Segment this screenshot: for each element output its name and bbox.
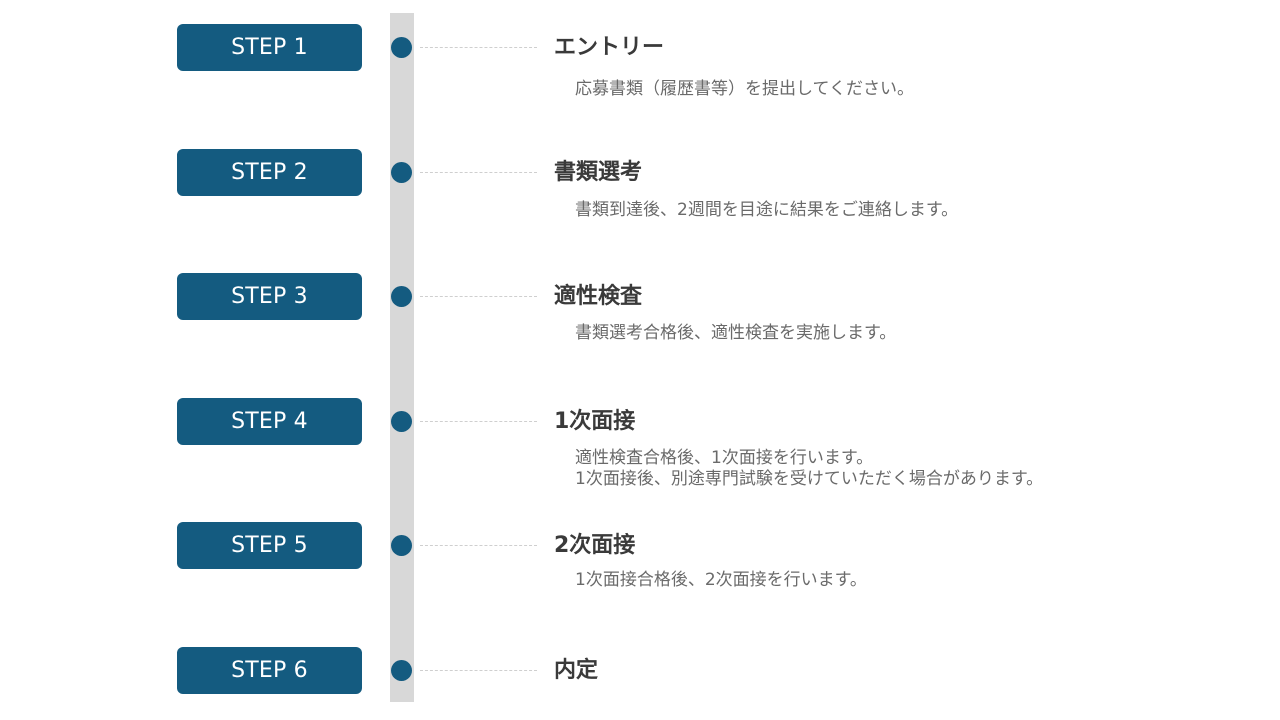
timeline-connector-1 (420, 47, 537, 48)
step-badge-3: STEP 3 (177, 273, 362, 320)
step-title-4: 1次面接 (554, 409, 636, 434)
timeline-dot-1 (391, 37, 412, 58)
step-title-6: 内定 (554, 658, 599, 683)
step-title-2: 書類選考 (554, 160, 643, 185)
timeline-connector-6 (420, 670, 537, 671)
timeline-track (390, 13, 414, 702)
timeline-connector-4 (420, 421, 537, 422)
step-badge-6: STEP 6 (177, 647, 362, 694)
step-description-4: 適性検査合格後、1次面接を行います。 1次面接後、別途専門試験を受けていただく場… (575, 448, 1255, 490)
timeline-connector-3 (420, 296, 537, 297)
timeline-dot-5 (391, 535, 412, 556)
timeline-dot-4 (391, 411, 412, 432)
step-row-2: STEP 2 書類選考 書類到達後、2週間を目途に結果をご連絡します。 (0, 149, 1280, 259)
step-row-5: STEP 5 2次面接 1次面接合格後、2次面接を行います。 (0, 522, 1280, 632)
step-description-2: 書類到達後、2週間を目途に結果をご連絡します。 (575, 200, 1255, 221)
step-description-line: 応募書類（履歴書等）を提出してください。 (575, 79, 914, 99)
step-badge-5: STEP 5 (177, 522, 362, 569)
timeline-connector-5 (420, 545, 537, 546)
step-row-6: STEP 6 内定 (0, 647, 1280, 707)
step-description-line: 書類到達後、2週間を目途に結果をご連絡します。 (575, 200, 959, 220)
step-badge-2: STEP 2 (177, 149, 362, 196)
step-description-line: 1次面接合格後、2次面接を行います。 (575, 570, 867, 590)
step-description-line: 1次面接後、別途専門試験を受けていただく場合があります。 (575, 469, 1044, 489)
timeline-dot-3 (391, 286, 412, 307)
timeline-dot-6 (391, 660, 412, 681)
step-badge-1: STEP 1 (177, 24, 362, 71)
step-description-1: 応募書類（履歴書等）を提出してください。 (575, 79, 1255, 100)
step-row-4: STEP 4 1次面接 適性検査合格後、1次面接を行います。 1次面接後、別途専… (0, 398, 1280, 508)
step-title-3: 適性検査 (554, 284, 643, 309)
step-description-line: 適性検査合格後、1次面接を行います。 (575, 448, 874, 468)
step-title-5: 2次面接 (554, 533, 636, 558)
timeline-dot-2 (391, 162, 412, 183)
step-title-1: エントリー (554, 35, 665, 60)
step-description-3: 書類選考合格後、適性検査を実施します。 (575, 323, 1255, 344)
step-row-1: STEP 1 エントリー 応募書類（履歴書等）を提出してください。 (0, 24, 1280, 134)
step-description-line: 書類選考合格後、適性検査を実施します。 (575, 323, 897, 343)
step-badge-4: STEP 4 (177, 398, 362, 445)
step-row-3: STEP 3 適性検査 書類選考合格後、適性検査を実施します。 (0, 273, 1280, 383)
step-description-5: 1次面接合格後、2次面接を行います。 (575, 570, 1255, 591)
timeline-connector-2 (420, 172, 537, 173)
